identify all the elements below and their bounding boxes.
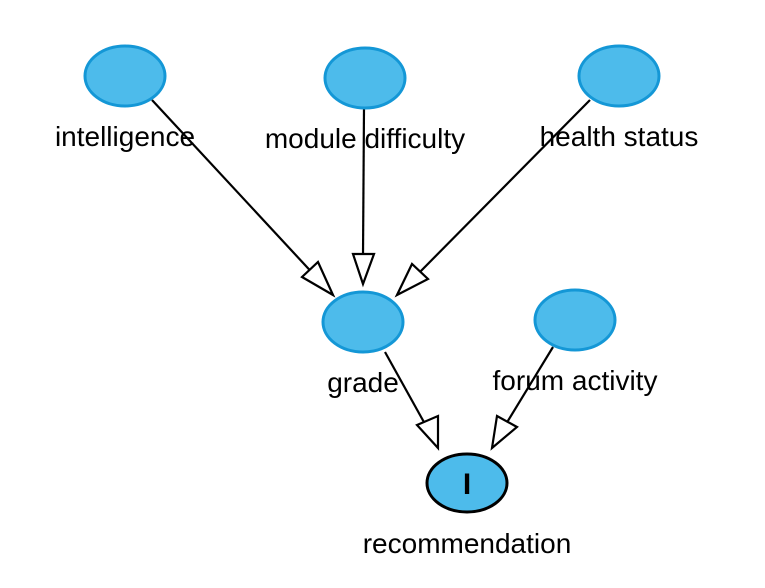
- node-label: health status: [540, 121, 699, 152]
- edge-intelligence-to-grade: [151, 99, 336, 298]
- decision-marker-icon: I: [463, 468, 471, 501]
- node-recommendation[interactable]: I recommendation: [363, 452, 572, 559]
- edges: [151, 99, 591, 451]
- node-label: forum activity: [493, 365, 658, 396]
- chance-node[interactable]: [83, 44, 167, 108]
- edge-forum-activity-to-recommendation: [490, 346, 554, 451]
- node-label: grade: [327, 367, 399, 398]
- decision-node[interactable]: [425, 452, 509, 514]
- arrowhead: [394, 262, 430, 298]
- chance-node[interactable]: [533, 288, 617, 352]
- node-forum-activity[interactable]: forum activity: [493, 288, 658, 396]
- chance-node[interactable]: [321, 290, 405, 354]
- edge-health-status-to-grade: [394, 99, 591, 298]
- arrowhead: [415, 414, 440, 451]
- arrowhead: [351, 252, 376, 288]
- node-label: intelligence: [55, 121, 195, 152]
- node-intelligence[interactable]: intelligence: [55, 44, 195, 152]
- node-health-status[interactable]: health status: [540, 44, 699, 152]
- chance-node[interactable]: [323, 46, 407, 110]
- edge-grade-to-recommendation: [384, 351, 440, 451]
- arrowhead: [300, 260, 336, 298]
- edge-module-difficulty-to-grade: [351, 107, 376, 288]
- chance-node[interactable]: [577, 44, 661, 108]
- arrowhead: [490, 414, 519, 451]
- node-label: module difficulty: [265, 123, 465, 154]
- node-module-difficulty[interactable]: module difficulty: [265, 46, 465, 154]
- node-label: recommendation: [363, 528, 572, 559]
- node-grade[interactable]: grade: [321, 290, 405, 398]
